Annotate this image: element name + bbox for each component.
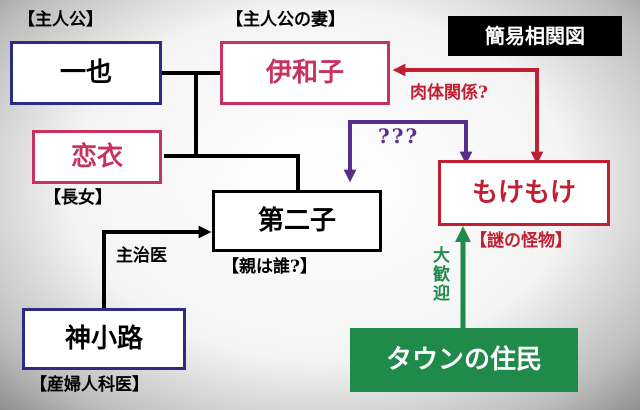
person-kazuya: 一也 xyxy=(10,41,162,105)
family-trunk xyxy=(164,73,300,190)
townsfolk-box: タウンの住民 xyxy=(350,328,578,392)
person-koi: 恋衣 xyxy=(32,130,162,184)
unknown-relation-arrow xyxy=(343,120,473,183)
physical-relation-label: 肉体関係? xyxy=(410,83,488,103)
monster-mokemoke: もけもけ xyxy=(438,160,610,226)
physical-relation-arrow xyxy=(392,63,544,165)
mokemoke-role: 【謎の怪物】 xyxy=(470,231,572,251)
doctor-label: 主治医 xyxy=(116,246,167,266)
kazuya-role: 【主人公】 xyxy=(18,10,103,30)
person-iwako: 伊和子 xyxy=(220,41,390,105)
koi-role: 【長女】 xyxy=(44,188,112,208)
chart-title: 簡易相関図 xyxy=(448,16,622,56)
doctor-arrow xyxy=(102,225,212,308)
welcome-label: 大歓迎 xyxy=(429,246,449,303)
unknown-relation-label: ??? xyxy=(378,124,420,148)
person-second-child: 第二子 xyxy=(212,190,382,252)
kamikoji-role: 【産婦人科医】 xyxy=(30,375,149,395)
iwako-role: 【主人公の妻】 xyxy=(226,10,345,30)
family-tree-lines xyxy=(162,71,300,190)
person-kamikoji: 神小路 xyxy=(22,308,186,370)
second-child-role: 【親は誰?】 xyxy=(222,257,317,277)
